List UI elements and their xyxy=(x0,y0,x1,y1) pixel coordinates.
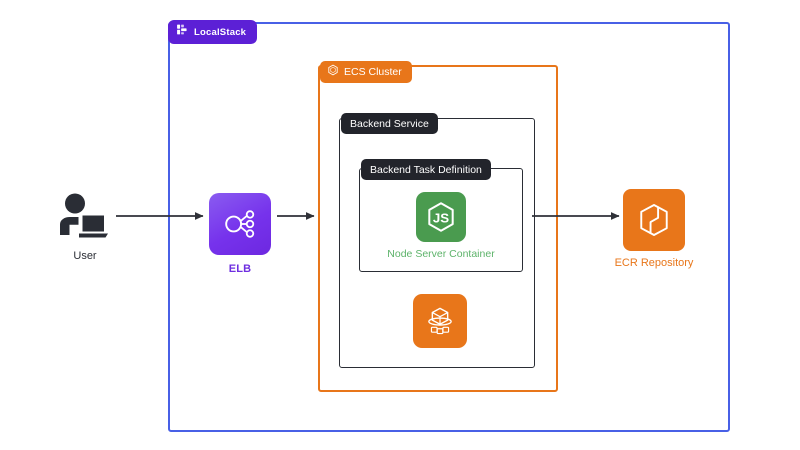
ecs-container-tile xyxy=(413,294,467,348)
ecs-container-node[interactable] xyxy=(413,294,467,348)
localstack-label: LocalStack xyxy=(194,26,247,38)
node-server-container-node[interactable]: JS Node Server Container xyxy=(387,192,495,260)
elb-label: ELB xyxy=(228,263,252,275)
ecr-repository-label: ECR Repository xyxy=(614,257,694,269)
elb-loadbalancer-icon xyxy=(225,210,255,238)
backend-service-label: Backend Service xyxy=(350,117,429,130)
ecs-container-icon xyxy=(428,307,452,335)
ecr-repository-node[interactable]: ECR Repository xyxy=(615,189,693,269)
localstack-boundary xyxy=(168,22,730,432)
elb-node[interactable]: ELB xyxy=(209,193,271,275)
user-node[interactable]: User xyxy=(52,188,118,262)
ecs-cluster-icon xyxy=(327,63,339,81)
svg-text:JS: JS xyxy=(433,210,449,225)
localstack-badge[interactable]: LocalStack xyxy=(168,20,258,44)
ecr-tile xyxy=(623,189,685,251)
task-definition-label: Backend Task Definition xyxy=(370,163,482,176)
user-laptop-icon xyxy=(60,193,108,238)
nodejs-tile: JS xyxy=(416,192,466,242)
user-label: User xyxy=(73,250,97,262)
ecr-repository-icon xyxy=(640,204,668,236)
backend-service-badge[interactable]: Backend Service xyxy=(341,113,438,134)
nodejs-icon: JS xyxy=(428,202,454,232)
elb-tile xyxy=(209,193,271,255)
ecs-cluster-boundary xyxy=(318,65,558,392)
ecs-cluster-label: ECS Cluster xyxy=(344,66,402,78)
node-server-container-label: Node Server Container xyxy=(387,248,495,260)
localstack-logo-icon xyxy=(176,23,189,41)
ecs-cluster-badge[interactable]: ECS Cluster xyxy=(320,61,412,83)
task-definition-badge[interactable]: Backend Task Definition xyxy=(361,159,491,180)
user-icon-wrap xyxy=(52,188,118,246)
